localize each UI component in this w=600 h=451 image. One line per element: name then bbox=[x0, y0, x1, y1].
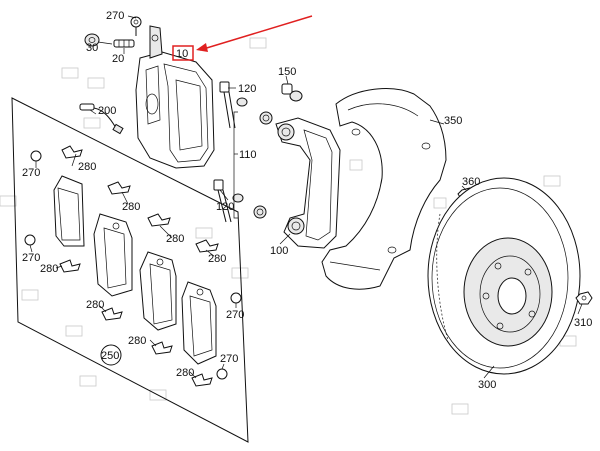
callout-300: 300 bbox=[478, 379, 496, 391]
highlight-arrow bbox=[199, 15, 313, 51]
caliper-housing-10 bbox=[135, 25, 215, 169]
highlight-marker bbox=[172, 15, 313, 61]
guide-bolt-270 bbox=[130, 16, 142, 36]
callout-10: 10 bbox=[176, 48, 188, 60]
callout-280-d: 280 bbox=[208, 253, 226, 265]
disc-screw-310 bbox=[575, 291, 593, 305]
pad-clips-280 bbox=[59, 145, 219, 387]
callout-20: 20 bbox=[112, 53, 124, 65]
highlight-arrowhead bbox=[196, 43, 208, 52]
callout-310: 310 bbox=[574, 317, 592, 329]
caliper-bolt-120-lower bbox=[213, 179, 267, 223]
callout-30: 30 bbox=[86, 42, 98, 54]
callout-110: 110 bbox=[239, 149, 257, 161]
brake-disc-300 bbox=[427, 177, 581, 375]
caliper-bolt-120-upper bbox=[219, 81, 273, 129]
highlight-box bbox=[172, 45, 194, 61]
callout-360: 360 bbox=[462, 176, 480, 188]
callout-150: 150 bbox=[278, 66, 296, 78]
bleeder-150 bbox=[281, 83, 303, 102]
group-bracket-110 bbox=[233, 111, 238, 219]
brake-pad-4 bbox=[181, 281, 217, 365]
brake-pad-2 bbox=[93, 213, 133, 297]
callout-280-c: 280 bbox=[166, 233, 184, 245]
callout-200: 200 bbox=[98, 105, 116, 117]
callout-270-c: 270 bbox=[22, 252, 40, 264]
callout-120-upper: 120 bbox=[238, 83, 256, 95]
bushing-30 bbox=[84, 33, 100, 47]
callout-280-f: 280 bbox=[86, 299, 104, 311]
callout-280-g: 280 bbox=[128, 335, 146, 347]
callout-280-h: 280 bbox=[176, 367, 194, 379]
brake-pad-1 bbox=[53, 175, 85, 247]
caliper-bracket-100 bbox=[275, 117, 341, 249]
callout-350: 350 bbox=[444, 115, 462, 127]
guide-pin-20 bbox=[113, 39, 135, 48]
splash-shield-350 bbox=[321, 88, 447, 290]
callout-270-top: 270 bbox=[106, 10, 124, 22]
pad-kit-outline bbox=[11, 97, 249, 443]
callout-250-circle bbox=[100, 344, 122, 366]
callout-100: 100 bbox=[270, 245, 288, 257]
callout-250: 250 bbox=[101, 350, 119, 362]
callout-280-a: 280 bbox=[78, 161, 96, 173]
callout-270-d: 270 bbox=[226, 309, 244, 321]
callout-270-b: 270 bbox=[22, 167, 40, 179]
callout-280-e: 280 bbox=[40, 263, 58, 275]
callout-270-e: 270 bbox=[220, 353, 238, 365]
leader-lines bbox=[29, 15, 583, 379]
brake-pad-3 bbox=[139, 251, 177, 331]
blank-label-boxes bbox=[0, 37, 577, 415]
callout-120-lower: 120 bbox=[216, 201, 234, 213]
callout-280-b: 280 bbox=[122, 201, 140, 213]
wear-sensor-200 bbox=[79, 103, 124, 135]
callout-labels: 270 30 20 10 120 150 200 350 110 280 270… bbox=[22, 10, 592, 391]
